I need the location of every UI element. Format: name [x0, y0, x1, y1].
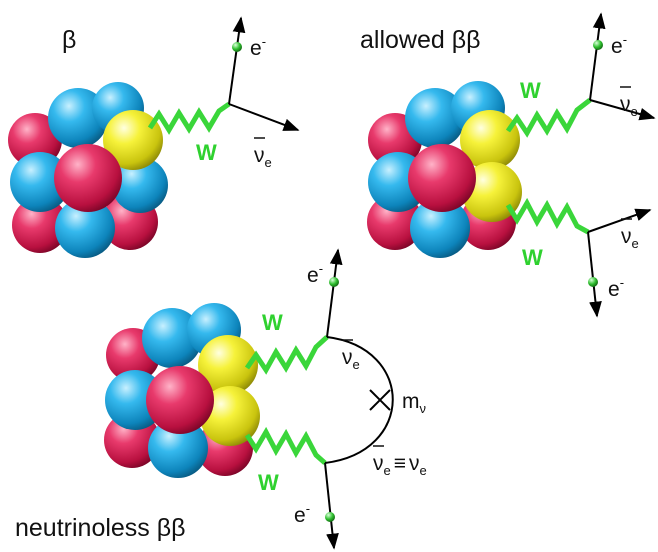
electron-dot-beta [232, 42, 242, 52]
w-label-allowed-lower: W [522, 245, 543, 270]
svg-text:νe: νe [254, 144, 272, 170]
title-beta: β [62, 26, 76, 54]
w-boson-neutrinoless-upper [244, 335, 329, 375]
svg-text:νe: νe [621, 225, 639, 251]
electron-label-allowed-lower: e- [608, 275, 624, 301]
electron-label-neutrinoless-upper: e- [307, 261, 323, 287]
antineutrino-label-neutrinoless: νe [342, 339, 360, 372]
antineutrino-label-beta: νe [254, 137, 272, 170]
nucleus-allowed [367, 81, 522, 258]
antineutrino-label-allowed-upper: νe [620, 86, 638, 119]
antineutrino-line-allowed-upper [589, 99, 656, 121]
w-label-neutrinoless-upper: W [262, 310, 283, 335]
title-allowed: allowed ββ [360, 26, 480, 54]
electron-label-allowed-upper: e- [611, 32, 627, 58]
w-label-neutrinoless-lower: W [258, 470, 279, 495]
electron-line-neutrinoless-upper [326, 248, 343, 338]
majorana-mass-cross [369, 389, 391, 411]
electron-line-allowed-upper [589, 12, 606, 101]
nucleus-neutrinoless [104, 303, 260, 478]
svg-text:νe: νe [342, 346, 360, 372]
w-label-beta: W [196, 140, 217, 165]
neutrino-propagator-arc [324, 336, 394, 464]
electron-line-allowed-lower [587, 231, 602, 318]
w-label-allowed-upper: W [520, 78, 541, 103]
w-boson-allowed-upper [505, 98, 592, 138]
electron-line-neutrinoless-lower [324, 462, 339, 550]
electron-dot-allowed-upper [593, 40, 603, 50]
antineutrino-line-allowed-lower [587, 208, 652, 233]
electron-dot-allowed-lower [588, 277, 598, 287]
w-boson-neutrinoless-lower [244, 426, 327, 465]
electron-label-neutrinoless-lower: e- [294, 501, 310, 527]
antineutrino-line-beta [228, 103, 300, 131]
nucleus-beta [8, 82, 168, 258]
electron-dot-neutrinoless-upper [329, 277, 339, 287]
svg-text:νe≡νe: νe≡νe [373, 452, 427, 478]
electron-dot-neutrinoless-lower [325, 512, 335, 522]
electron-line-beta [228, 16, 246, 105]
w-boson-allowed-lower [505, 197, 590, 235]
svg-text:νe: νe [620, 93, 638, 119]
electron-label-beta: e- [250, 34, 266, 60]
neutrino-mass-label: mν [402, 390, 426, 416]
antineutrino-label-allowed-lower: νe [621, 218, 639, 251]
w-boson-beta [147, 101, 231, 135]
majorana-identity-label: νe≡νe [373, 445, 427, 478]
title-neutrinoless: neutrinoless ββ [15, 514, 186, 542]
